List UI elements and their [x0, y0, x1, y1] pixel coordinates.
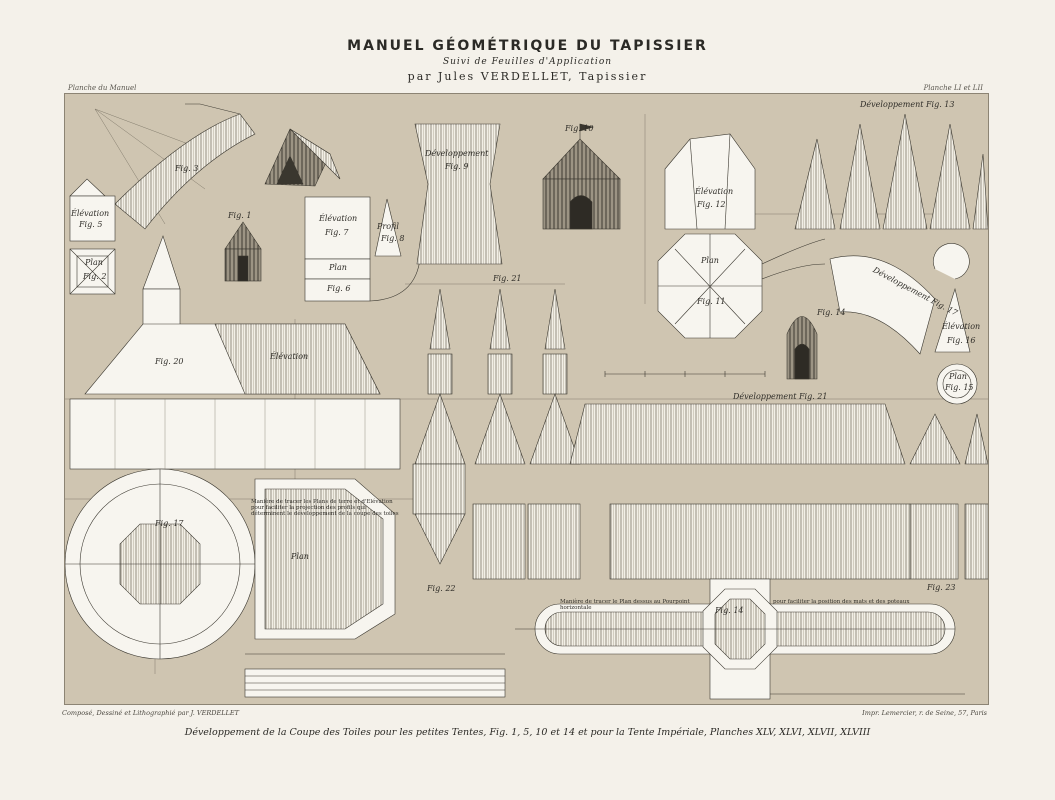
fig10-label: Fig. 10	[565, 124, 594, 133]
plate-reference-right: Planche LI et LII	[923, 84, 983, 92]
drawing-note-mast-positions: pour faciliter la position des mats et d…	[773, 599, 910, 605]
fig9-label: Fig. 9	[445, 162, 469, 171]
fig11-label: Fig. 11	[697, 297, 726, 306]
fig17-arc-development	[829, 243, 978, 405]
plate-caption: Développement de la Coupe des Toiles pou…	[184, 727, 871, 738]
fig7-elevation-label: Élévation	[319, 214, 358, 223]
fig15-label: Fig. 15	[945, 383, 974, 392]
fig14-plan-label: Fig. 14	[715, 606, 744, 615]
fig17-circular-plan	[65, 468, 396, 660]
fig20-elevation-label: Élévation	[270, 352, 309, 361]
fig12-label: Fig. 12	[697, 200, 726, 209]
fig5-label: Fig. 5	[79, 220, 103, 229]
fig22-label: Fig. 22	[427, 584, 456, 593]
fig9-development	[414, 123, 503, 265]
fig17-label: Fig. 17	[155, 519, 184, 528]
plate-reference-left: Planche du Manuel	[68, 84, 137, 92]
fig13-development-label: Développement Fig. 13	[860, 100, 955, 109]
fig21-development-label: Développement Fig. 21	[733, 392, 828, 401]
fig12-octagonal-elevation	[657, 133, 826, 339]
page-subtitle: Suivi de Feuilles d'Application	[442, 57, 613, 67]
fig23-label: Fig. 23	[927, 583, 956, 592]
fig20-label: Fig. 20	[155, 357, 184, 366]
fig2-label: Fig. 2	[83, 272, 107, 281]
fig15-plan-label: Plan	[949, 372, 967, 381]
fig11-plan-label: Plan	[701, 256, 719, 265]
fig7-elevation-box	[304, 196, 421, 302]
fig14-label: Fig. 14	[817, 308, 846, 317]
fig6-label: Fig. 6	[327, 284, 351, 293]
scale-bars	[244, 371, 965, 698]
fig1-bell-tent	[224, 221, 262, 282]
fig5-elevation-label: Élévation	[71, 209, 110, 218]
tent-pattern-drawings	[65, 103, 988, 700]
fig21-spire-tents	[412, 288, 988, 580]
footer-credit-left: Composé, Dessiné et Lithographié par J. …	[62, 709, 239, 717]
fig9-development-label: Développement	[425, 149, 489, 158]
fig2-plan-label: Plan	[85, 258, 103, 267]
fig1-label: Fig. 1	[228, 211, 252, 220]
page-author: par Jules VERDELLET, Tapissier	[407, 70, 648, 83]
page-title: MANUEL GÉOMÉTRIQUE DU TAPISSIER	[347, 38, 708, 54]
fig14-imperial-tent-plan	[515, 578, 956, 700]
fig3-label: Fig. 3	[175, 164, 199, 173]
fig14-conical-tent	[786, 316, 818, 380]
illustration-plate: Élévation Fig. 5 Plan Fig. 2 Fig. 3 Fig.…	[64, 93, 989, 705]
fig8-label: Fig. 8	[381, 234, 405, 243]
drawing-note-plans: Manière de tracer les Plans de terre et …	[251, 499, 399, 517]
fig13-development-spires	[794, 113, 988, 230]
fig5-elevation-drawing	[69, 178, 116, 295]
fig21-label: Fig. 21	[493, 274, 522, 283]
footer-credit-right: Impr. Lemercier, r. de Seine, 57, Paris	[862, 709, 987, 717]
drawing-note-horizontal-plan: Manière de tracer le Plan dessus au Pour…	[560, 599, 690, 611]
fig6-plan-label: Plan	[329, 263, 347, 272]
fig16-elevation-label: Élévation	[942, 322, 981, 331]
fig7-label: Fig. 7	[325, 228, 349, 237]
fig12-elevation-label: Élévation	[695, 187, 734, 196]
fig19-plan-label: Plan	[291, 552, 309, 561]
fig20-pavilion-elevation	[69, 235, 401, 470]
fig4-ridge-tent	[264, 128, 341, 187]
fig16-label: Fig. 16	[947, 336, 976, 345]
fig3-fan-development	[114, 103, 256, 230]
fig8-profile-label: Profil	[377, 222, 399, 231]
fig10-pavilion-tent	[542, 123, 621, 230]
